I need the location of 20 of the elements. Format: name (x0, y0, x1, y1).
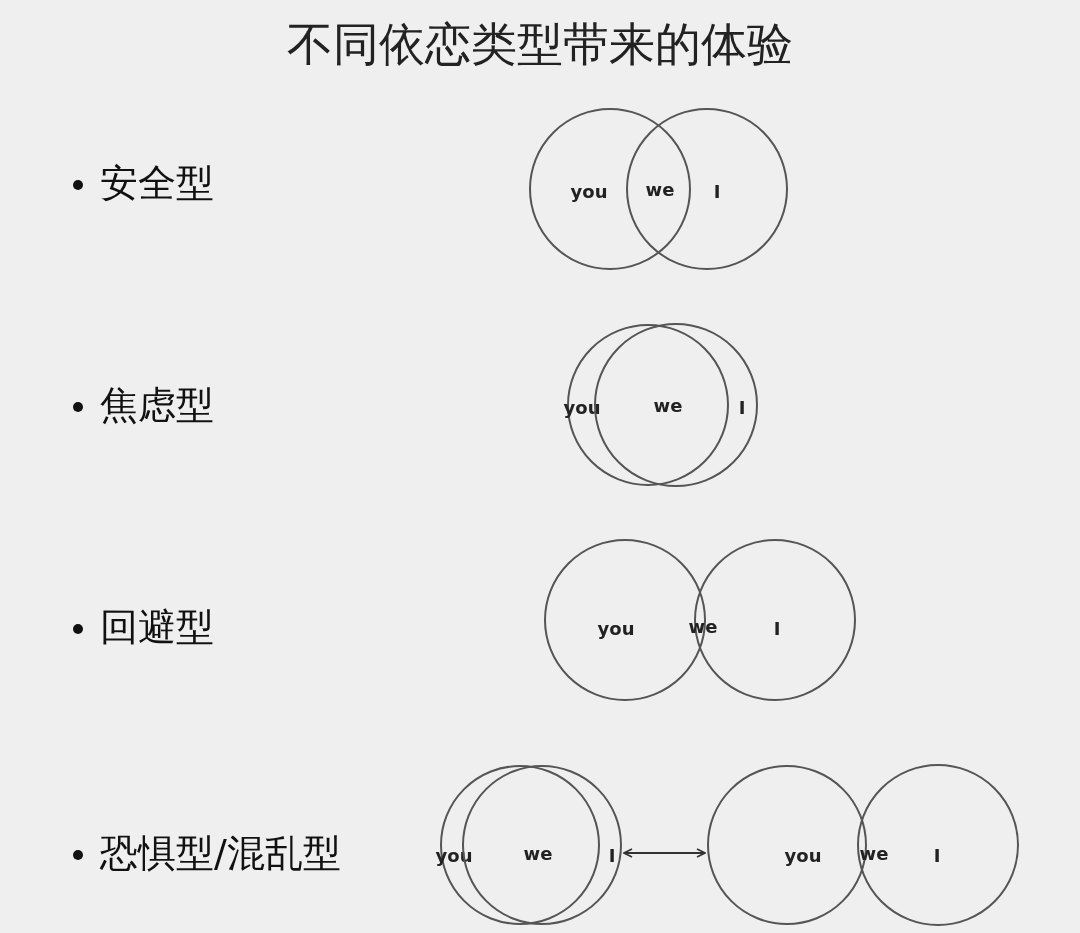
attachment-type-label: 焦虑型 (100, 381, 214, 429)
circle (529, 108, 691, 270)
circle (626, 108, 788, 270)
circle-label: you (597, 617, 635, 639)
attachment-type-label: 回避型 (100, 603, 214, 651)
overlap-label: we (645, 178, 675, 200)
circle-label: I (773, 617, 781, 639)
circle-label: you (784, 844, 822, 866)
circle-label: I (738, 396, 746, 418)
circle-label: you (570, 180, 608, 202)
double-arrow (623, 848, 706, 858)
overlap-label: we (653, 394, 683, 416)
circle-label: I (933, 844, 941, 866)
title: 不同依恋类型带来的体验 (287, 16, 793, 73)
circle (857, 764, 1019, 926)
circle-label: I (713, 180, 721, 202)
attachment-type-label: 恐惧型/混乱型 (100, 829, 341, 877)
overlap-label: we (523, 842, 553, 864)
attachment-type-label: 安全型 (100, 159, 214, 207)
circle-label: I (608, 844, 616, 866)
